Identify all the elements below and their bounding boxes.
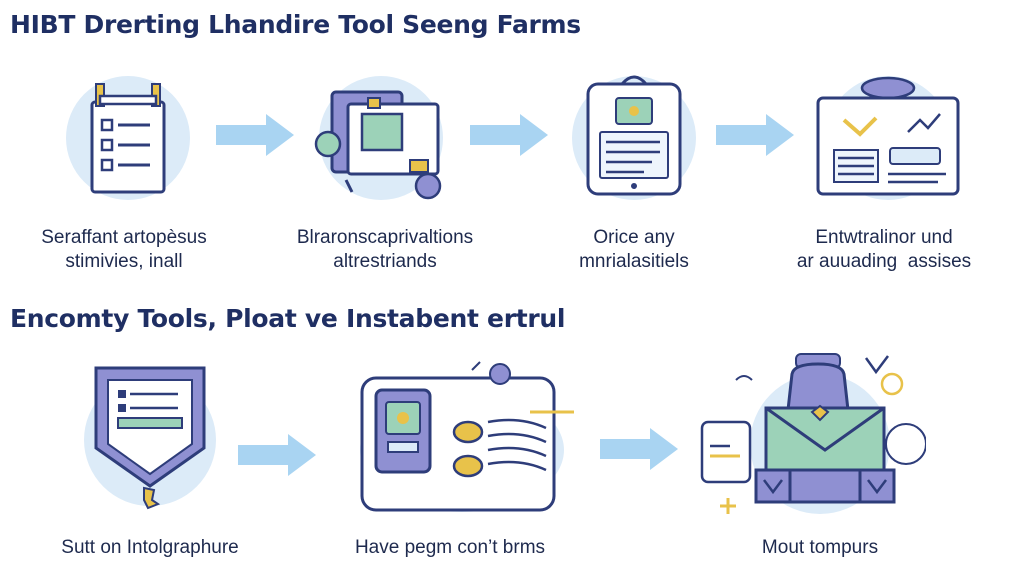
step-7-caption: Mout tompurs	[700, 536, 940, 560]
step-4-caption-line-1: Entwtralinor und	[815, 227, 953, 248]
arrow-right-icon	[238, 434, 316, 476]
step-3-caption: Orice any mnrialasitiels	[534, 226, 734, 274]
card-reader-icon	[360, 361, 574, 512]
tablet-documents-icon	[314, 76, 443, 200]
step-2-caption-line-2: altrestriands	[333, 251, 437, 272]
step-3-caption-line-2: mnrialasitiels	[579, 251, 689, 272]
step-4-caption-line-2: ar auuading assises	[796, 251, 972, 272]
device-form-icon	[572, 75, 696, 200]
step-1-caption: Seraffant artopèsus stimivies, inall	[14, 226, 234, 274]
step-4-caption: Entwtralinor und ar auuading assises	[764, 226, 1004, 274]
step-6-caption: Have pegm con’t brms	[320, 536, 580, 560]
shield-document-icon	[84, 366, 216, 510]
section-2-title: Encomty Tools, Ploat ve Instabent ertrul	[10, 304, 566, 333]
arrow-right-icon	[716, 114, 794, 156]
backpack-tools-icon	[700, 353, 926, 514]
step-7-caption-line-1: Mout tompurs	[761, 537, 879, 558]
step-2-caption-line-1: Blraronscaprivaltions	[296, 227, 474, 248]
clipboard-checklist-icon	[66, 76, 190, 200]
step-6-caption-line-1: Have pegm con’t brms	[354, 537, 546, 558]
step-3-caption-line-1: Orice any	[593, 227, 675, 248]
arrow-right-icon	[216, 114, 294, 156]
dashboard-card-icon	[816, 76, 960, 200]
arrow-right-icon	[470, 114, 548, 156]
step-2-caption: Blraronscaprivaltions altrestriands	[260, 226, 510, 274]
step-1-caption-line-1: Seraffant artopèsus	[41, 227, 207, 248]
step-5-caption: Sutt on Intolgraphure	[20, 536, 280, 560]
section-1-title: HIBT Drerting Lhandire Tool Seeng Farms	[10, 10, 581, 39]
arrow-right-icon	[600, 428, 678, 470]
step-1-caption-line-2: stimivies, inall	[65, 251, 183, 272]
step-5-caption-line-1: Sutt on Intolgraphure	[61, 537, 239, 558]
